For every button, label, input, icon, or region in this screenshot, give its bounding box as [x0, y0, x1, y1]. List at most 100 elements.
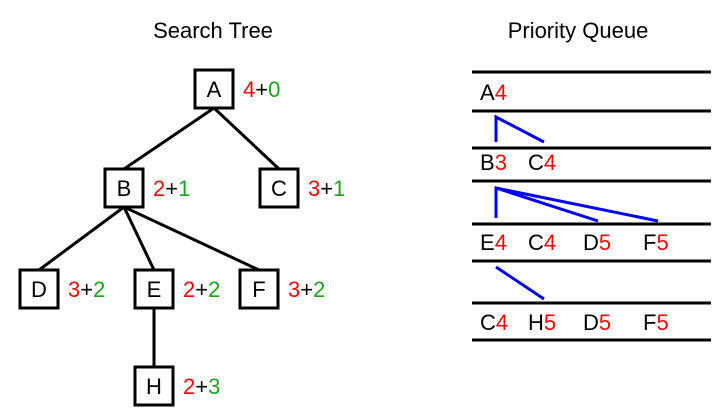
queue-item-value: 5	[544, 310, 556, 335]
node-score-second: 2	[208, 277, 220, 302]
node-box	[18, 268, 60, 310]
node-score-first: 2	[153, 176, 165, 201]
queue-connectors	[494, 114, 659, 301]
tree-edges	[38, 106, 281, 367]
tree-edge-A-C	[212, 106, 281, 171]
node-score-second: 2	[313, 277, 325, 302]
node-score-plus: +	[255, 77, 268, 102]
queue-item-letter: C	[528, 230, 544, 255]
node-score: 3+2	[288, 277, 325, 302]
queue-item-letter: D	[583, 310, 599, 335]
node-box	[133, 365, 175, 407]
queue-item: D5	[583, 230, 611, 255]
node-box	[103, 167, 145, 209]
queue-item: A4	[480, 80, 507, 105]
expand-connector-B-F	[495, 186, 659, 223]
node-score-plus: +	[165, 176, 178, 201]
node-score-first: 4	[243, 77, 255, 102]
queue-item: C4	[528, 230, 556, 255]
queue-item-value: 5	[656, 230, 668, 255]
node-box	[258, 167, 300, 209]
queue-item: F5	[643, 230, 669, 255]
queue-item-letter: B	[480, 150, 495, 175]
node-box	[133, 268, 175, 310]
queue-item-value: 3	[495, 150, 507, 175]
queue-item-letter: C	[528, 150, 544, 175]
queue-item-letter: A	[480, 80, 495, 105]
node-score-first: 2	[183, 374, 195, 399]
queue-item: E4	[480, 230, 507, 255]
node-label: A	[207, 77, 222, 102]
node-score: 2+1	[153, 176, 190, 201]
queue-item-value: 4	[495, 230, 507, 255]
queue-item-letter: F	[643, 230, 656, 255]
queue-item: C4	[480, 310, 508, 335]
queue-item-letter: D	[583, 230, 599, 255]
queue-lines	[472, 70, 711, 342]
node-score: 3+1	[308, 176, 345, 201]
tree-edge-B-E	[122, 206, 156, 271]
tree-edge-B-D	[38, 205, 125, 272]
queue-item-value: 5	[599, 310, 611, 335]
queue-item-value: 4	[544, 150, 556, 175]
queue-item-letter: E	[480, 230, 495, 255]
tree-edge-B-F	[123, 205, 260, 272]
node-score-plus: +	[300, 277, 313, 302]
queue-item-letter: C	[480, 310, 496, 335]
node-score: 2+2	[183, 277, 220, 302]
node-score-first: 2	[183, 277, 195, 302]
queue-item: C4	[528, 150, 556, 175]
node-label: E	[147, 277, 162, 302]
node-score-first: 3	[308, 176, 320, 201]
node-score-plus: +	[320, 176, 333, 201]
priority-queue-title: Priority Queue	[508, 18, 649, 43]
node-score-plus: +	[195, 374, 208, 399]
queue-item-letter: H	[528, 310, 544, 335]
search-tree-title: Search Tree	[153, 18, 273, 43]
node-score-second: 0	[268, 77, 280, 102]
node-score-first: 3	[68, 277, 80, 302]
tree-edge-A-B	[123, 106, 215, 171]
node-box	[193, 68, 235, 110]
node-score-first: 3	[288, 277, 300, 302]
node-label: F	[252, 277, 265, 302]
node-score-second: 2	[93, 277, 105, 302]
expand-connector-E	[495, 265, 545, 301]
node-box	[238, 268, 280, 310]
queue-item-value: 4	[495, 80, 507, 105]
queue-item: F5	[643, 310, 669, 335]
node-label: C	[271, 176, 287, 201]
queue-item-value: 5	[656, 310, 668, 335]
node-score: 4+0	[243, 77, 280, 102]
queue-item-letter: F	[643, 310, 656, 335]
queue-item-value: 5	[599, 230, 611, 255]
expand-connector-A	[494, 114, 545, 144]
node-score-second: 1	[333, 176, 345, 201]
node-score-plus: +	[80, 277, 93, 302]
queue-item: D5	[583, 310, 611, 335]
node-score: 3+2	[68, 277, 105, 302]
queue-item: B3	[480, 150, 507, 175]
node-label: H	[146, 374, 162, 399]
queue-item-value: 4	[496, 310, 508, 335]
queue-item: H5	[528, 310, 556, 335]
node-label: B	[117, 176, 132, 201]
node-score-plus: +	[195, 277, 208, 302]
node-score-second: 3	[208, 374, 220, 399]
queue-item-value: 4	[544, 230, 556, 255]
node-label: D	[31, 277, 47, 302]
node-score-second: 1	[178, 176, 190, 201]
